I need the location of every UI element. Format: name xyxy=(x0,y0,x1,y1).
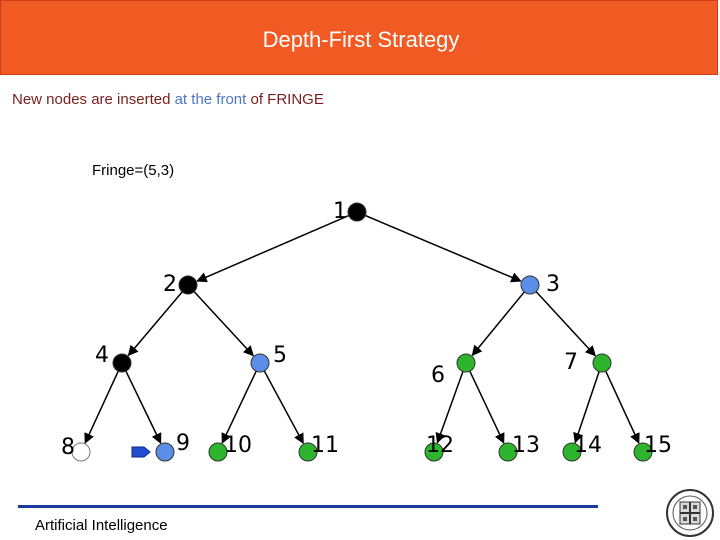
node-7 xyxy=(592,353,612,373)
node-8 xyxy=(71,442,91,462)
node-label-9: 9 xyxy=(176,431,190,456)
node-label-1: 1 xyxy=(333,199,347,224)
edge-7-14 xyxy=(573,371,600,444)
edge-1-2 xyxy=(196,214,350,283)
edge-2-5 xyxy=(193,291,254,357)
node-5 xyxy=(250,353,270,373)
node-13 xyxy=(498,442,518,462)
edge-3-6 xyxy=(471,291,525,357)
node-15 xyxy=(633,442,653,462)
edge-4-8 xyxy=(84,370,119,444)
node-label-3: 3 xyxy=(546,272,560,297)
node-label-14: 14 xyxy=(574,433,602,458)
edge-6-13 xyxy=(469,370,505,444)
node-label-2: 2 xyxy=(163,272,177,297)
node-1 xyxy=(347,202,367,222)
subtitle-part-1: New nodes are inserted xyxy=(12,91,175,108)
node-label-8: 8 xyxy=(61,435,75,460)
edge-3-7 xyxy=(535,291,596,357)
current-node-pointer-arrow-icon xyxy=(131,446,151,458)
footer-course-title: Artificial Intelligence xyxy=(35,517,168,534)
node-14 xyxy=(562,442,582,462)
node-3 xyxy=(520,275,540,295)
footer-divider xyxy=(18,505,598,508)
node-2 xyxy=(178,275,198,295)
node-10 xyxy=(208,442,228,462)
node-4 xyxy=(112,353,132,373)
title-banner: Depth-First Strategy xyxy=(0,0,718,75)
node-label-10: 10 xyxy=(224,433,252,458)
node-label-15: 15 xyxy=(644,433,672,458)
node-label-6: 6 xyxy=(431,363,445,388)
node-11 xyxy=(298,442,318,462)
edge-5-10 xyxy=(221,370,257,444)
subtitle-highlight: at the front xyxy=(174,91,247,108)
subtitle: New nodes are inserted at the front of F… xyxy=(12,91,324,108)
edge-5-11 xyxy=(263,370,304,445)
slide-title: Depth-First Strategy xyxy=(262,27,460,52)
node-label-7: 7 xyxy=(564,350,578,375)
node-12 xyxy=(424,442,444,462)
edge-1-3 xyxy=(365,214,522,283)
node-label-11: 11 xyxy=(311,433,339,458)
fringe-label: Fringe=(5,3) xyxy=(92,162,175,179)
node-6 xyxy=(456,353,476,373)
node-label-5: 5 xyxy=(273,343,287,368)
edge-7-15 xyxy=(605,370,640,444)
subtitle-part-3: of FRINGE xyxy=(246,91,324,108)
node-label-4: 4 xyxy=(95,343,109,368)
edge-2-4 xyxy=(127,291,183,357)
edge-6-12 xyxy=(435,371,464,444)
node-label-12: 12 xyxy=(426,433,454,458)
university-seal-icon xyxy=(666,489,714,537)
node-label-13: 13 xyxy=(512,433,540,458)
edge-4-9 xyxy=(125,370,162,444)
node-9 xyxy=(155,442,175,462)
